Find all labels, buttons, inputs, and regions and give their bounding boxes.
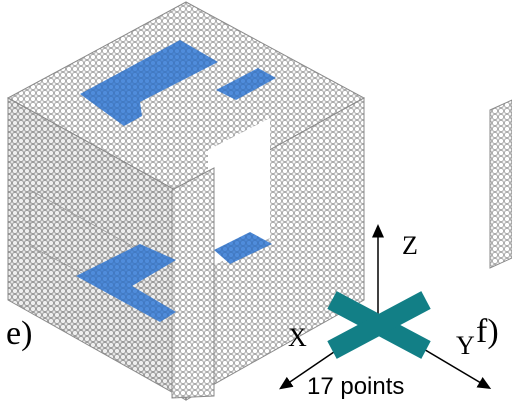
y-axis-label: Y [456,331,475,360]
x-axis-label: X [288,323,307,352]
teal-cross [332,300,426,350]
panel-f-edge [490,100,512,268]
cross-annotation: 17 points [307,373,404,400]
panel-label-e: e) [6,315,32,352]
inner-front-post [172,168,214,398]
panel-f-structure [490,100,512,268]
z-axis-label: Z [402,231,418,260]
panel-label-f: f) [476,313,499,350]
voxel-cube-structure [8,2,364,400]
